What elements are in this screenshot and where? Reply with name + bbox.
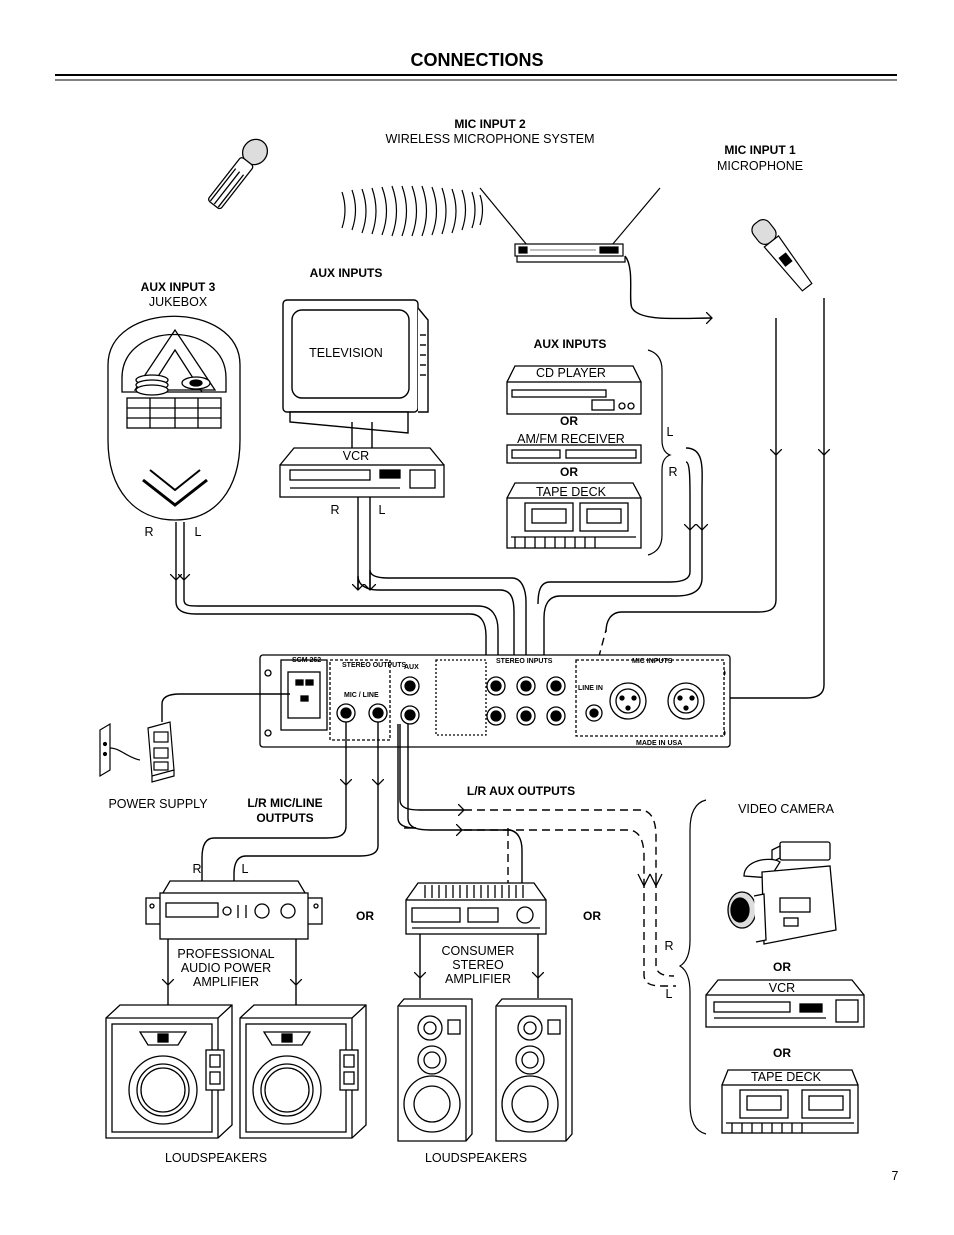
label-cons-amp-1: CONSUMER xyxy=(441,944,515,958)
mixer-rear-panel xyxy=(259,654,731,748)
panel-stereo-outputs: STEREO OUTPUTS xyxy=(342,662,407,669)
output-cables xyxy=(201,722,523,890)
label-pro-amp-1: PROFESSIONAL xyxy=(177,947,275,961)
pro-power-amplifier-icon xyxy=(145,880,323,940)
label-am-fm: AM/FM RECEIVER xyxy=(517,432,625,446)
label-mic2-sub: WIRELESS MICROPHONE SYSTEM xyxy=(385,132,595,146)
radio-waves-icon xyxy=(341,185,484,237)
label-or-2: OR xyxy=(560,465,578,479)
vcr-bottom-icon xyxy=(705,979,865,1028)
wired-microphone-icon xyxy=(751,219,813,292)
label-television: TELEVISION xyxy=(309,346,383,360)
label-tape-deck-bottom: TAPE DECK xyxy=(751,1070,821,1084)
pro-amp-speaker-cables xyxy=(168,939,296,985)
dashed-aux-cables xyxy=(464,809,676,987)
label-mic1-heading: MIC INPUT 1 xyxy=(724,143,796,157)
pro-amp-speaker-cable-ends xyxy=(167,985,297,1005)
label-mic2-heading: MIC INPUT 2 xyxy=(454,117,526,131)
label-aux3-sub: JUKEBOX xyxy=(148,295,208,309)
label-right-r: R xyxy=(664,939,674,953)
label-or-amp-right: OR xyxy=(583,909,601,923)
panel-mic-inputs: MIC INPUTS xyxy=(632,658,673,665)
label-cd-player: CD PLAYER xyxy=(536,366,606,380)
label-aux3-heading: AUX INPUT 3 xyxy=(140,280,216,294)
television-icon xyxy=(282,299,429,448)
label-loudspeakers-right: LOUDSPEAKERS xyxy=(424,1151,528,1165)
label-pro-amp-3: AMPLIFIER xyxy=(193,975,259,989)
consumer-loudspeaker-right-icon xyxy=(495,998,573,1142)
page-title: CONNECTIONS xyxy=(410,50,544,70)
consumer-amp-speaker-cable-ends xyxy=(419,978,539,998)
input-cable-routes xyxy=(175,455,825,699)
dashed-arrowheads xyxy=(637,873,663,888)
consumer-stereo-amplifier-icon xyxy=(405,882,547,935)
brace-aux-inputs xyxy=(647,349,672,556)
label-tape-deck-top: TAPE DECK xyxy=(536,485,606,499)
label-jukebox-l: L xyxy=(194,525,202,539)
panel-line-in: LINE IN xyxy=(578,685,603,692)
jukebox-icon xyxy=(107,315,241,521)
panel-stereo-inputs: STEREO INPUTS xyxy=(496,658,553,665)
label-cons-amp-3: AMPLIFIER xyxy=(445,972,511,986)
label-lr-mic-line-1: L/R MIC/LINE xyxy=(247,796,323,810)
label-jukebox-r: R xyxy=(144,525,154,539)
brace-recording-devices xyxy=(678,799,707,1135)
tape-deck-top-icon xyxy=(506,482,642,549)
label-amp-l: L xyxy=(241,862,249,876)
label-or-vcr: OR xyxy=(773,960,791,974)
panel-mic-line: MIC / LINE xyxy=(344,692,379,699)
label-vcr-r: R xyxy=(330,503,340,517)
wireless-receiver-icon xyxy=(479,187,661,263)
label-aux-inputs-tv: AUX INPUTS xyxy=(309,266,383,280)
label-brace-r: R xyxy=(668,465,678,479)
panel-model: SCM 262 xyxy=(292,657,321,664)
power-outlet-icon xyxy=(99,721,175,783)
label-amp-r: R xyxy=(192,862,202,876)
label-or-amp-left: OR xyxy=(356,909,374,923)
panel-made-in: MADE IN USA xyxy=(636,740,682,747)
power-cable xyxy=(161,693,290,722)
wireless-microphone-icon xyxy=(208,138,269,210)
consumer-amp-speaker-cables xyxy=(420,934,538,978)
label-loudspeakers-left: LOUDSPEAKERS xyxy=(164,1151,268,1165)
label-aux-inputs-right: AUX INPUTS xyxy=(533,337,607,351)
label-right-l: L xyxy=(665,987,673,1001)
cd-player-icon xyxy=(506,365,642,415)
label-or-1: OR xyxy=(560,414,578,428)
label-mic1-sub: MICROPHONE xyxy=(716,159,804,173)
label-video-camera: VIDEO CAMERA xyxy=(738,802,834,816)
label-vcr-bottom: VCR xyxy=(768,981,796,995)
tape-deck-bottom-icon xyxy=(721,1069,859,1134)
panel-aux: AUX xyxy=(404,664,419,671)
label-cons-amp-2: STEREO xyxy=(452,958,504,972)
input-cables xyxy=(176,255,824,590)
am-fm-receiver-icon xyxy=(506,444,642,464)
label-pro-amp-2: AUDIO POWER xyxy=(180,961,272,975)
video-camera-icon xyxy=(727,841,837,945)
label-power-supply: POWER SUPPLY xyxy=(108,797,208,811)
consumer-loudspeaker-left-icon xyxy=(397,998,473,1142)
label-vcr-top: VCR xyxy=(342,449,370,463)
page-number: 7 xyxy=(891,1169,899,1183)
pro-loudspeaker-right-icon xyxy=(239,1004,367,1139)
label-lr-mic-line-2: OUTPUTS xyxy=(256,811,314,825)
vcr-top-icon xyxy=(279,447,445,498)
label-lr-aux-outputs: L/R AUX OUTPUTS xyxy=(466,784,576,798)
aux-out-line-2 xyxy=(399,724,421,811)
label-vcr-l: L xyxy=(378,503,386,517)
label-or-tape: OR xyxy=(773,1046,791,1060)
pro-loudspeaker-left-icon xyxy=(105,1004,233,1139)
label-brace-l: L xyxy=(666,425,674,439)
